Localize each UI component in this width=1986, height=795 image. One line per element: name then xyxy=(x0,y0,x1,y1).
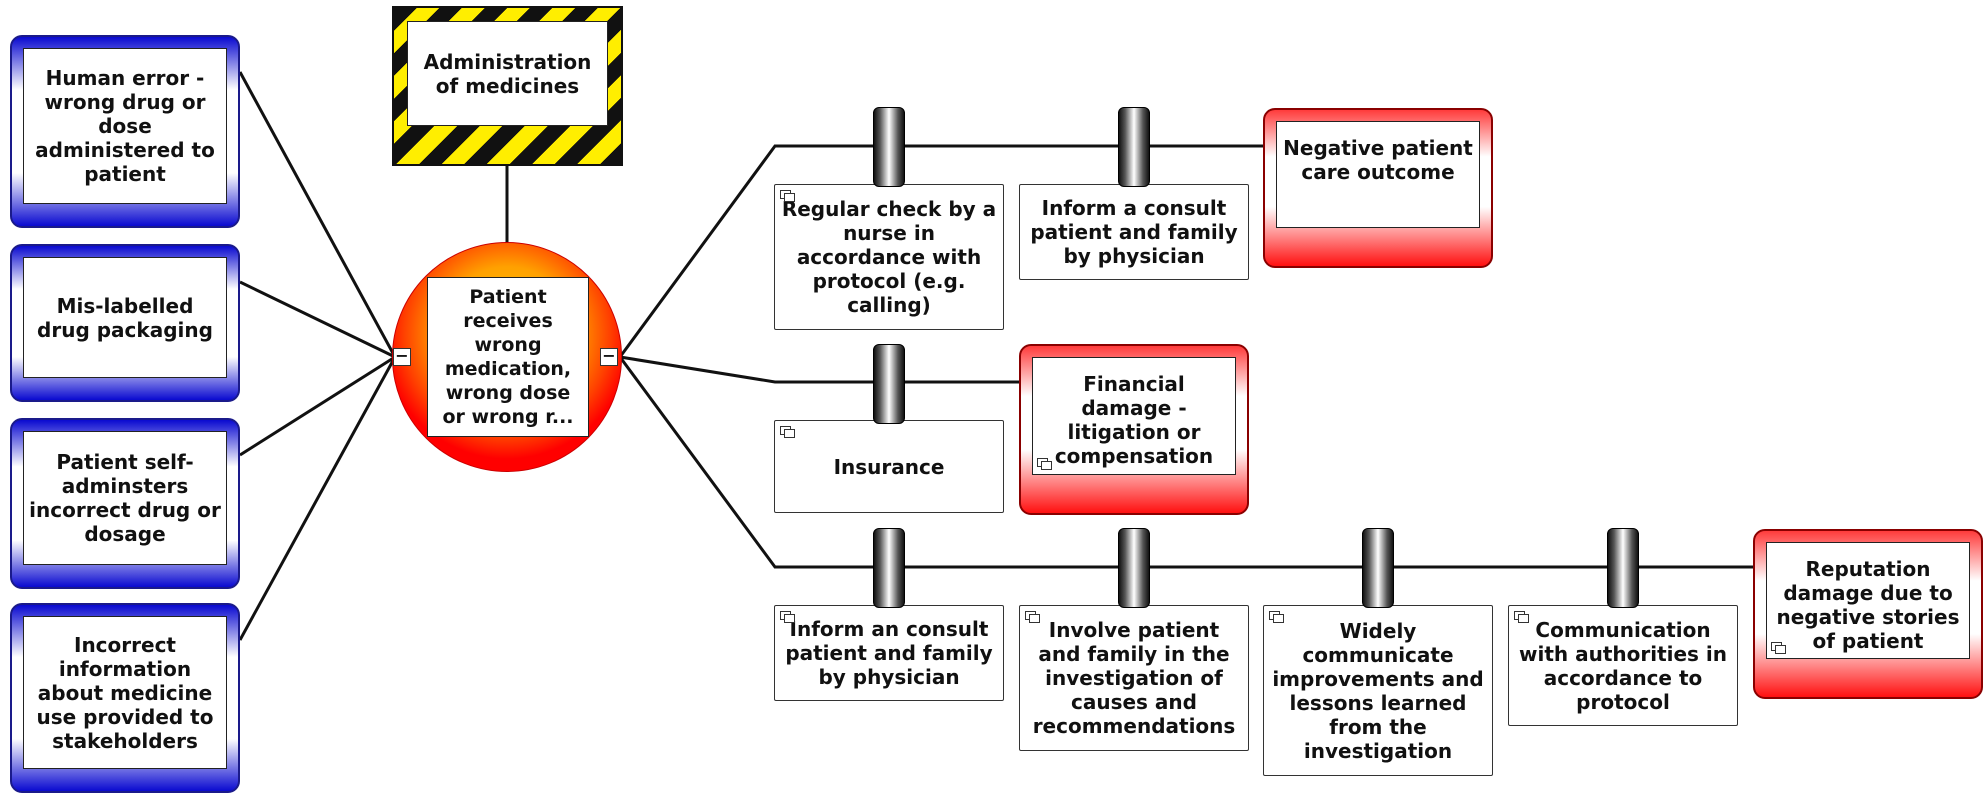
threat-label: Mis-labelled drug packaging xyxy=(23,257,227,378)
barrier-communication-authorities[interactable]: Communication with authorities in accord… xyxy=(1508,605,1738,726)
hazard-box[interactable]: Administration of medicines xyxy=(392,6,623,166)
expand-icon[interactable] xyxy=(1037,458,1052,470)
collapse-right-button[interactable]: − xyxy=(600,348,618,366)
barrier-label: Insurance xyxy=(833,454,945,479)
hazard-label: Administration of medicines xyxy=(407,21,608,126)
barrier-regular-check[interactable]: Regular check by a nurse in accordance w… xyxy=(774,184,1004,330)
barrier-label: Inform an consult patient and family by … xyxy=(785,617,993,689)
consequence-label: Negative patient care outcome xyxy=(1276,121,1480,228)
barrier-marker xyxy=(1118,107,1150,187)
barrier-marker xyxy=(1118,528,1150,608)
threat-patient-self-administers[interactable]: Patient self-adminsters incorrect drug o… xyxy=(10,418,240,589)
barrier-marker xyxy=(1607,528,1639,608)
consequence-label: Reputation damage due to negative storie… xyxy=(1766,542,1970,659)
barrier-inform-consult[interactable]: Inform a consult patient and family by p… xyxy=(1019,184,1249,280)
threat-label: Patient self-adminsters incorrect drug o… xyxy=(23,431,227,565)
threat-incorrect-information[interactable]: Incorrect information about medicine use… xyxy=(10,603,240,793)
consequence-label: Financial damage - litigation or compens… xyxy=(1032,357,1236,475)
expand-icon[interactable] xyxy=(1269,611,1284,623)
threat-human-error[interactable]: Human error - wrong drug or dose adminis… xyxy=(10,35,240,228)
threat-label: Human error - wrong drug or dose adminis… xyxy=(23,48,227,204)
barrier-involve-patient[interactable]: Involve patient and family in the invest… xyxy=(1019,605,1249,751)
consequence-negative-care[interactable]: Negative patient care outcome xyxy=(1263,108,1493,268)
expand-icon[interactable] xyxy=(780,426,795,438)
barrier-label: Inform a consult patient and family by p… xyxy=(1030,196,1238,268)
top-event-label: Patient receives wrong medication, wrong… xyxy=(427,277,589,437)
barrier-marker xyxy=(873,107,905,187)
barrier-label: Widely communicate improvements and less… xyxy=(1272,618,1484,763)
expand-icon[interactable] xyxy=(780,611,795,623)
threat-label: Incorrect information about medicine use… xyxy=(23,616,227,769)
expand-icon[interactable] xyxy=(1771,642,1786,654)
barrier-insurance[interactable]: Insurance xyxy=(774,420,1004,513)
expand-icon[interactable] xyxy=(1025,611,1040,623)
barrier-marker xyxy=(873,528,905,608)
threat-mislabelled-packaging[interactable]: Mis-labelled drug packaging xyxy=(10,244,240,402)
barrier-inform-an-consult[interactable]: Inform an consult patient and family by … xyxy=(774,605,1004,701)
expand-icon[interactable] xyxy=(1514,611,1529,623)
barrier-widely-communicate[interactable]: Widely communicate improvements and less… xyxy=(1263,605,1493,776)
barrier-label: Involve patient and family in the invest… xyxy=(1032,618,1236,738)
top-event[interactable]: Patient receives wrong medication, wrong… xyxy=(392,242,622,472)
barrier-marker xyxy=(873,344,905,424)
consequence-financial-damage[interactable]: Financial damage - litigation or compens… xyxy=(1019,344,1249,515)
barrier-label: Regular check by a nurse in accordance w… xyxy=(781,197,997,317)
expand-icon[interactable] xyxy=(780,190,795,202)
barrier-marker xyxy=(1362,528,1394,608)
barrier-label: Communication with authorities in accord… xyxy=(1518,617,1728,714)
collapse-left-button[interactable]: − xyxy=(393,348,411,366)
consequence-reputation-damage[interactable]: Reputation damage due to negative storie… xyxy=(1753,529,1983,699)
